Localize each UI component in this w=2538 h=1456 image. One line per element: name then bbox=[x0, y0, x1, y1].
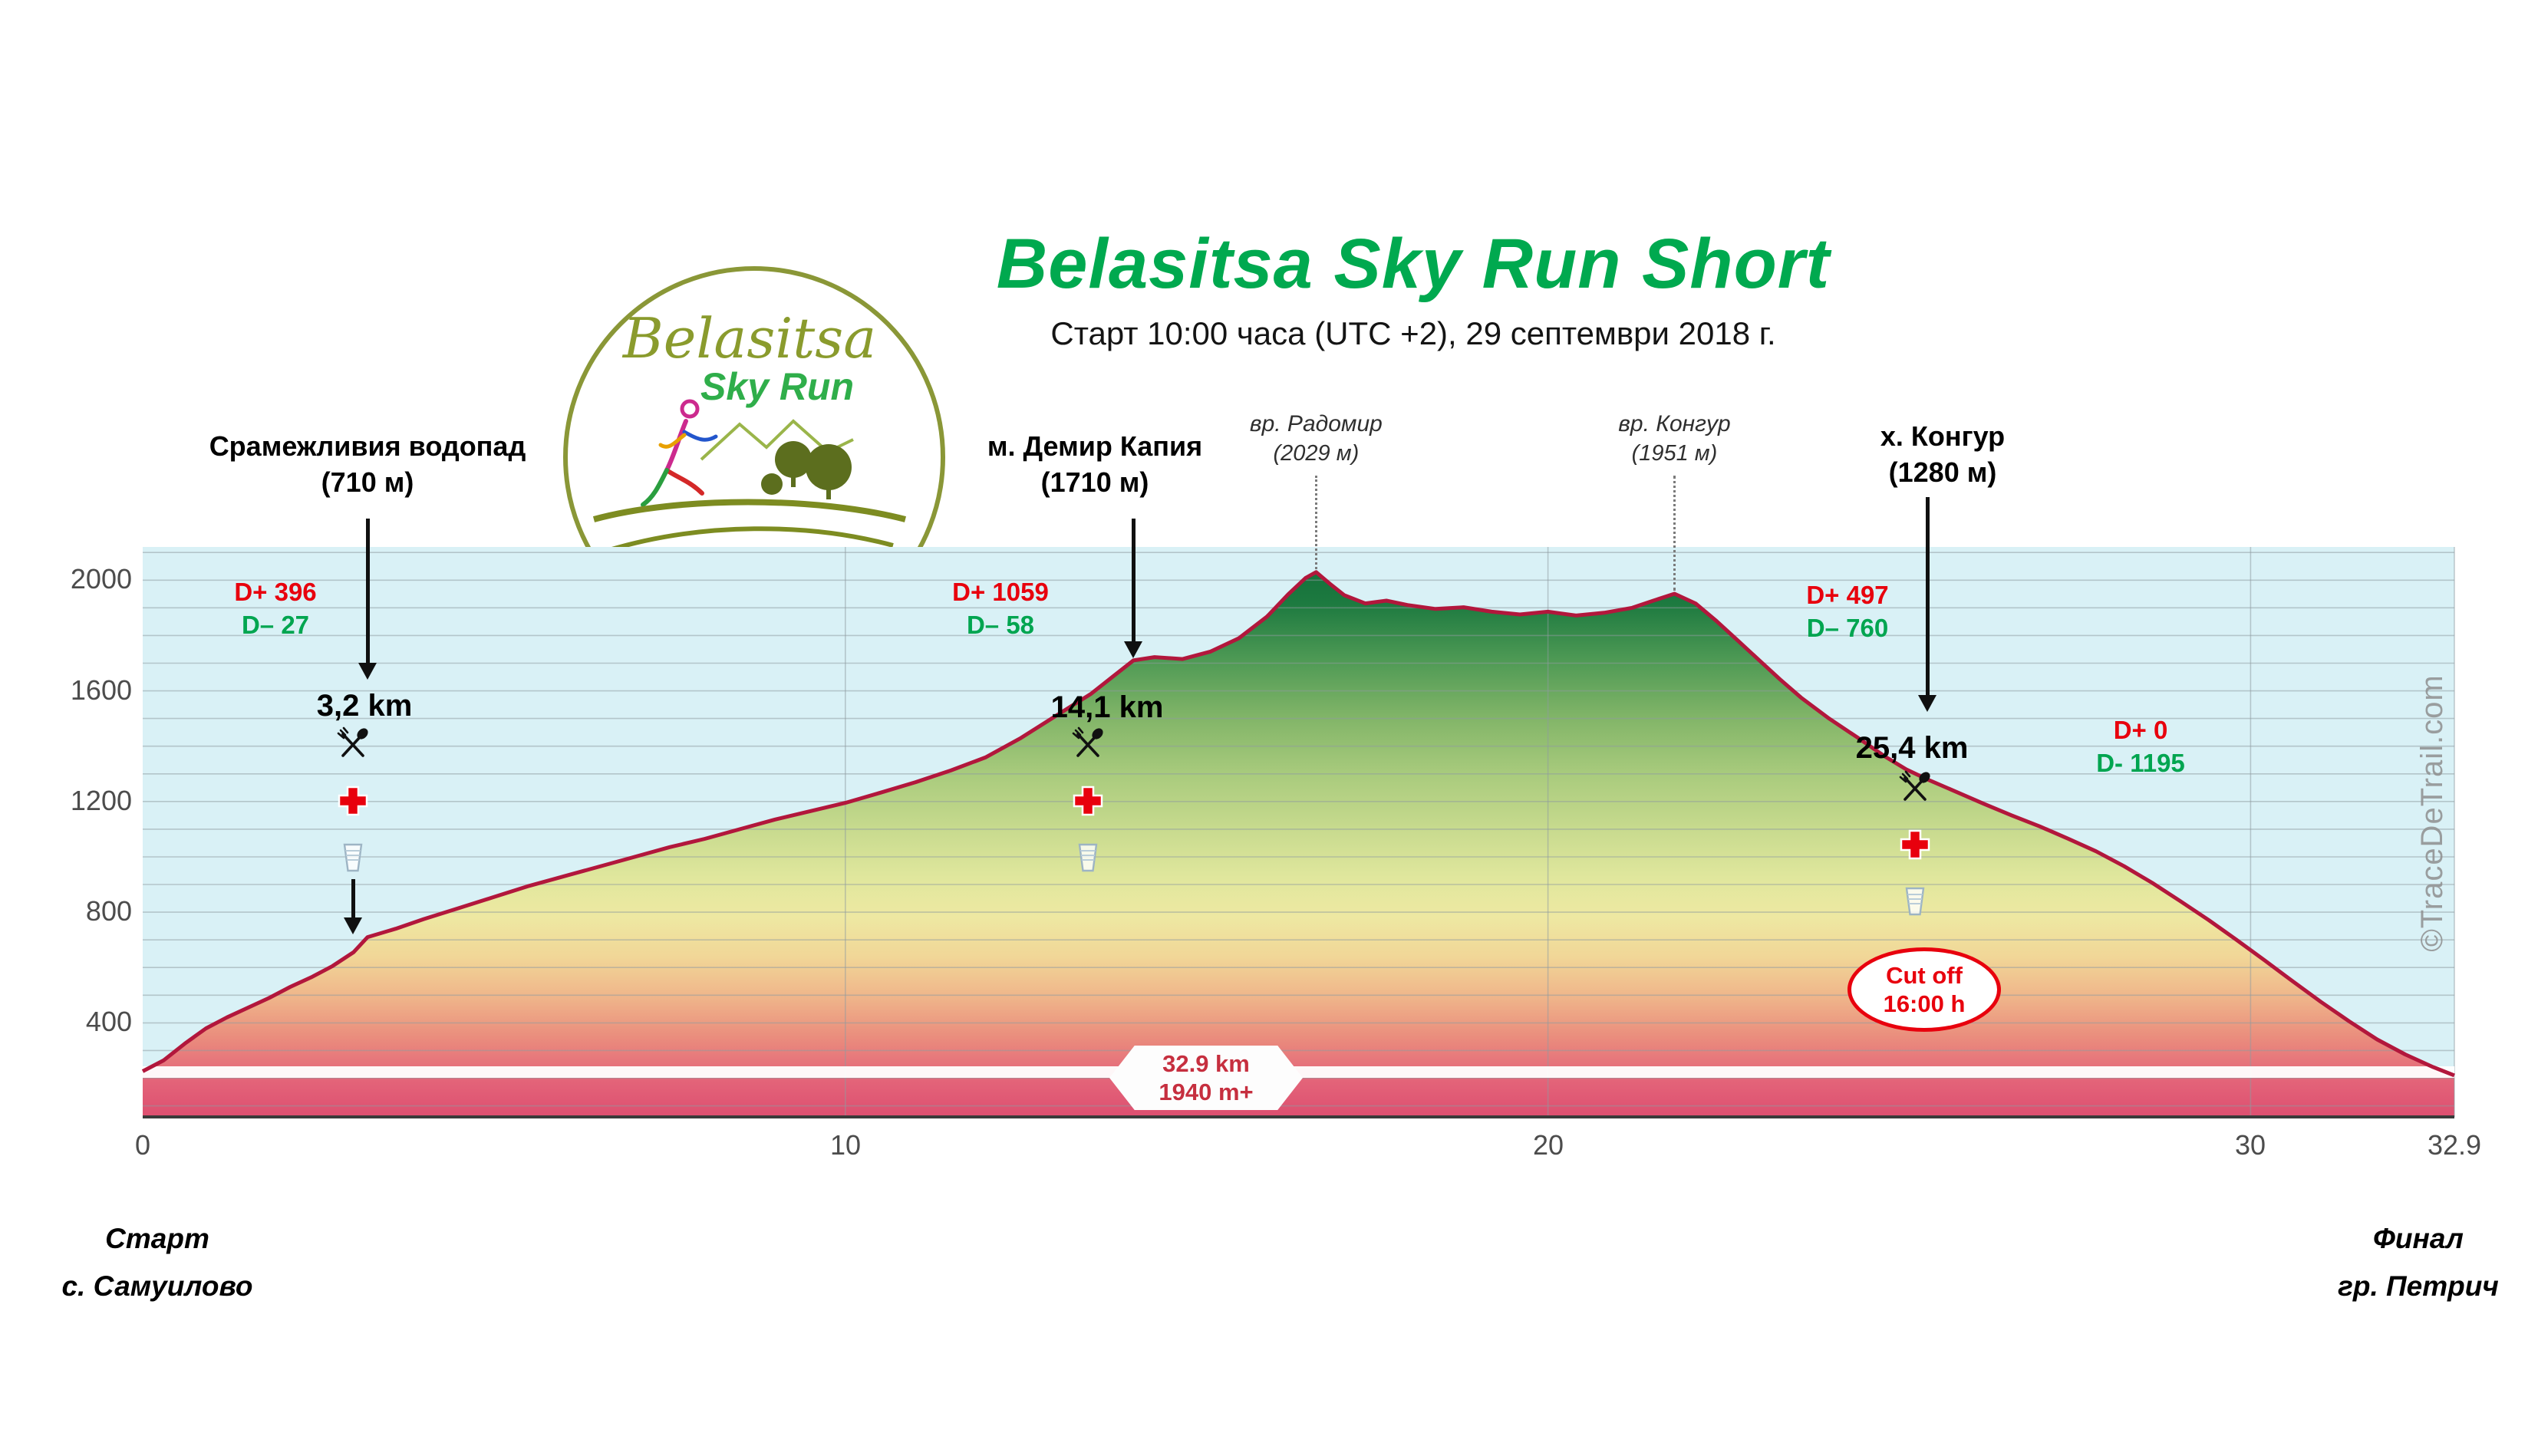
logo-trees-icon bbox=[761, 441, 852, 499]
cutoff-badge: Cut off 16:00 h bbox=[1847, 947, 2001, 1032]
y-tick-label: 400 bbox=[85, 1006, 132, 1037]
water-cup-icon bbox=[341, 842, 364, 877]
x-tick-label: 30 bbox=[2234, 1129, 2266, 1161]
checkpoint-label: м. Демир Капия (1710 м) bbox=[865, 428, 1325, 500]
elevation-line bbox=[141, 570, 2455, 1078]
finish-line2: гр. Петрич bbox=[2338, 1270, 2499, 1302]
checkpoint-name: м. Демир Капия bbox=[987, 430, 1203, 462]
y-tick-label: 1600 bbox=[70, 674, 132, 706]
start-label: Старт с. Самуилово bbox=[31, 1215, 284, 1310]
distance-badge: 32.9 km 1940 m+ bbox=[1109, 1046, 1303, 1110]
peak-leader-line bbox=[1673, 476, 1676, 591]
elevation-loss: D– 58 bbox=[966, 611, 1035, 639]
checkpoint-elevation: (1280 м) bbox=[1888, 456, 1997, 488]
race-subtitle: Старт 10:00 часа (UTC +2), 29 септември … bbox=[1050, 315, 1776, 351]
elevation-gain: D+ 1059 bbox=[952, 578, 1049, 606]
peak-label: вр. Конгур (1951 м) bbox=[1482, 409, 1866, 469]
white-band bbox=[143, 1066, 2454, 1078]
peak-label: вр. Радомир (2029 м) bbox=[1124, 409, 1508, 469]
first-aid-cross-icon bbox=[338, 786, 368, 820]
first-aid-cross-icon bbox=[1073, 786, 1103, 820]
checkpoint-elevation: (710 м) bbox=[321, 466, 414, 498]
logo-wordmark: Belasitsa bbox=[622, 306, 877, 371]
start-line1: Старт bbox=[105, 1223, 209, 1254]
finish-label: Финал гр. Петрич bbox=[2303, 1215, 2533, 1310]
checkpoint-name: Срамежливия водопад bbox=[209, 430, 526, 462]
peak-leader-line bbox=[1315, 476, 1318, 569]
logo-subwordmark: Sky Run bbox=[700, 365, 855, 408]
badge-gain: 1940 m+ bbox=[1159, 1079, 1254, 1105]
elevation-loss: D– 27 bbox=[241, 611, 310, 639]
elevation-gain: D+ 0 bbox=[2113, 716, 2168, 744]
y-tick-label: 2000 bbox=[70, 563, 132, 595]
checkpoint-elevation: (1710 м) bbox=[1040, 466, 1149, 498]
x-tick-label: 20 bbox=[1532, 1129, 1564, 1161]
elevation-gain: D+ 497 bbox=[1806, 581, 1889, 609]
header: Belasitsa Sky Run Short Старт 10:00 часа… bbox=[838, 224, 1989, 352]
water-cup-icon bbox=[1904, 886, 1927, 921]
food-cutlery-icon bbox=[1897, 770, 1933, 809]
checkpoint-distance: 14,1 km bbox=[1050, 690, 1164, 724]
start-line2: с. Самуилово bbox=[61, 1270, 253, 1302]
checkpoint-gain-loss: D+ 497 D– 760 bbox=[1732, 578, 1963, 644]
checkpoint-distance: 3,2 km bbox=[316, 689, 413, 723]
checkpoint-gain-loss: D+ 1059 D– 58 bbox=[885, 575, 1116, 641]
checkpoint-label: Срамежливия водопад (710 м) bbox=[137, 428, 598, 500]
elevation-loss: D– 760 bbox=[1806, 614, 1889, 642]
peak-name: вр. Конгур bbox=[1618, 411, 1731, 436]
x-tick-label: 10 bbox=[829, 1129, 862, 1161]
peak-name: вр. Радомир bbox=[1249, 411, 1383, 436]
y-tick-label: 800 bbox=[85, 895, 132, 927]
race-title: Belasitsa Sky Run Short bbox=[996, 225, 1831, 303]
logo-runner-icon bbox=[641, 399, 718, 507]
finish-gain-loss: D+ 0 D- 1195 bbox=[2010, 713, 2271, 779]
elevation-loss: D- 1195 bbox=[2096, 749, 2185, 777]
checkpoint-label: х. Конгур (1280 м) bbox=[1712, 418, 2173, 490]
checkpoint-gain-loss: D+ 396 D– 27 bbox=[160, 575, 391, 641]
cutoff-line1: Cut off bbox=[1886, 962, 1963, 989]
x-tick-label: 0 bbox=[134, 1129, 151, 1161]
badge-distance: 32.9 km bbox=[1162, 1050, 1250, 1077]
water-cup-icon bbox=[1076, 842, 1099, 877]
checkpoint-distance: 25,4 km bbox=[1855, 731, 1969, 765]
cutoff-line2: 16:00 h bbox=[1883, 990, 1966, 1017]
checkpoint-name: х. Конгур bbox=[1880, 420, 2006, 452]
food-cutlery-icon bbox=[1070, 726, 1106, 766]
y-tick-label: 1200 bbox=[70, 785, 132, 816]
peak-elevation: (1951 м) bbox=[1631, 441, 1718, 466]
first-aid-cross-icon bbox=[1900, 829, 1930, 864]
finish-line1: Финал bbox=[2373, 1223, 2464, 1254]
food-cutlery-icon bbox=[335, 726, 371, 766]
watermark: ©TraceDeTrail.com bbox=[2415, 674, 2449, 952]
elevation-gain: D+ 396 bbox=[234, 578, 317, 606]
peak-elevation: (2029 м) bbox=[1273, 441, 1360, 466]
x-tick-label: 32.9 bbox=[2427, 1129, 2482, 1161]
